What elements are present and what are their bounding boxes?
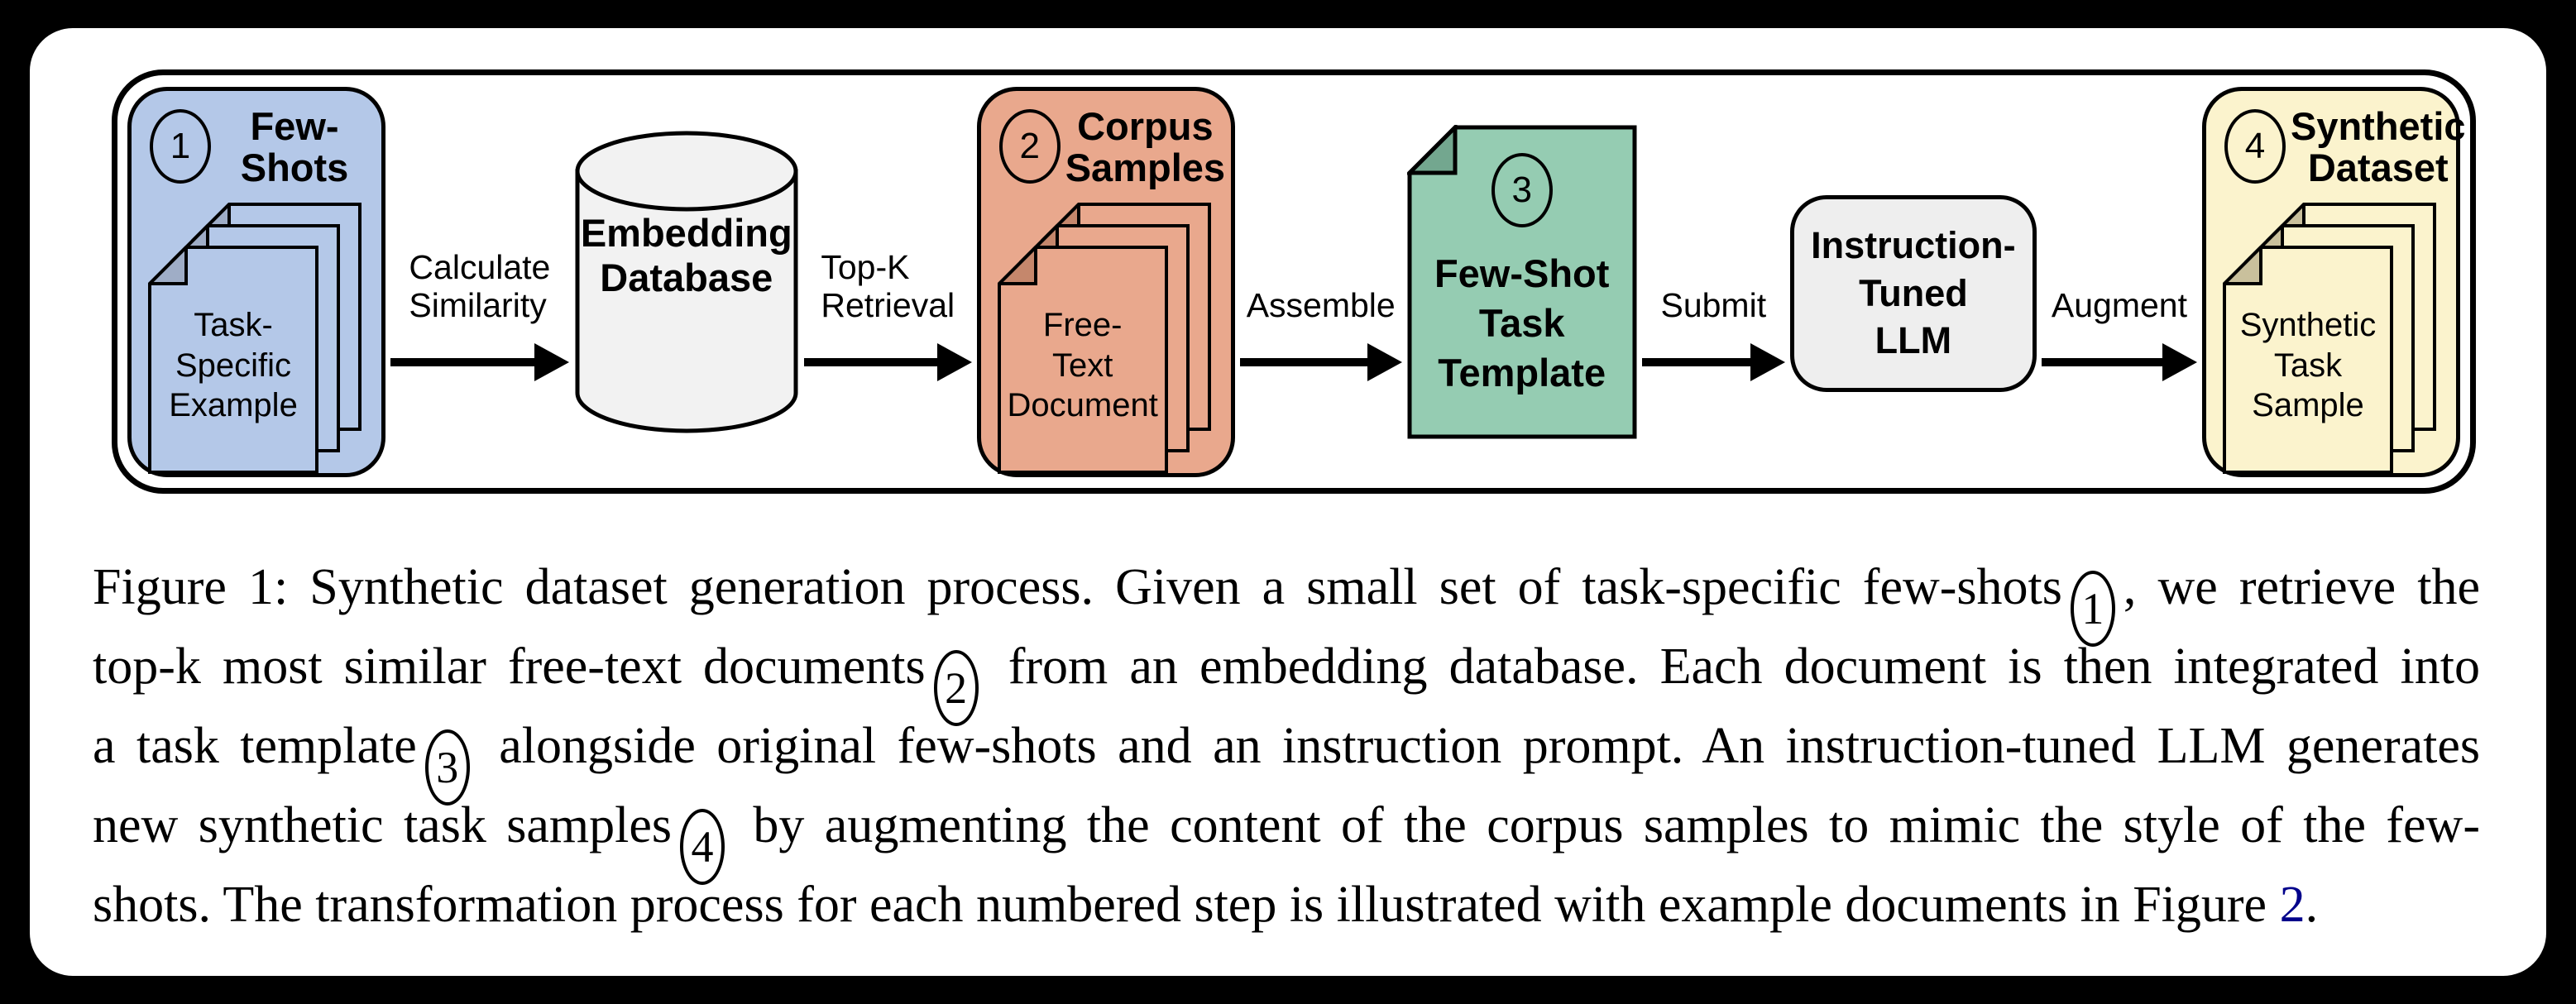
few-shots-document-stack: Task- Specific Example xyxy=(148,203,365,476)
caption-step-badge-4: 4 xyxy=(679,809,725,885)
caption-line: Figure 1: Synthetic dataset generation p… xyxy=(93,547,2480,647)
caption-step-badge-1: 1 xyxy=(2070,571,2115,647)
figure-card: 1 Few- Shots xyxy=(30,28,2546,976)
node-corpus-samples-header: 2 Corpus Samples xyxy=(981,104,1231,190)
caption-text: . xyxy=(2305,877,2319,933)
synthetic-dataset-document-stack: Synthetic Task Sample xyxy=(2222,203,2440,476)
arrow-label: Calculate Similarity xyxy=(409,247,551,325)
right-arrow-icon xyxy=(803,342,972,381)
arrow-calculate-similarity: Calculate Similarity xyxy=(385,75,574,488)
node-synthetic-dataset-title: Synthetic Dataset xyxy=(2290,103,2466,190)
caption-text: alongside original few-shots and an inst… xyxy=(477,718,2480,774)
caption-text: shots. The transformation process for ea… xyxy=(93,877,2267,933)
node-few-shots-title: Few- Shots xyxy=(240,103,349,190)
few-shots-document-label: Task- Specific Example xyxy=(169,306,298,424)
caption-text: a task template xyxy=(93,718,417,774)
step-badge-3: 3 xyxy=(1491,152,1553,227)
caption-text: Figure 1: Synthetic dataset generation p… xyxy=(93,559,2062,615)
arrow-label: Assemble xyxy=(1246,286,1396,325)
caption-step-badge-2: 2 xyxy=(933,650,979,726)
right-arrow-icon xyxy=(1239,342,1402,381)
node-instruction-tuned-llm: Instruction- Tuned LLM xyxy=(1789,194,2037,392)
node-corpus-samples: 2 Corpus Samples xyxy=(976,86,1235,477)
arrow-label: Submit xyxy=(1660,286,1767,325)
caption-line: shots. The transformation process for ea… xyxy=(93,865,2480,944)
caption-text: , we retrieve the xyxy=(2123,559,2480,615)
arrow-augment: Augment xyxy=(2037,75,2202,488)
right-arrow-icon xyxy=(1641,342,1785,381)
step-badge-2: 2 xyxy=(998,108,1061,184)
figure-2-reference-link[interactable]: 2 xyxy=(2279,877,2305,933)
caption-text: top-k most similar free-text documents xyxy=(93,638,926,695)
node-task-template: 3 Few-Shot Task Template xyxy=(1406,124,1637,439)
corpus-samples-document-label: Free- Text Document xyxy=(1007,306,1158,424)
arrow-top-k-retrieval: Top-K Retrieval xyxy=(799,75,977,488)
document-icon xyxy=(997,246,1168,474)
node-synthetic-dataset: 4 Synthetic Dataset xyxy=(2201,86,2466,477)
caption-text: new synthetic task samples xyxy=(93,797,672,853)
caption-text: by augmenting the content of the corpus … xyxy=(732,797,2480,853)
corpus-samples-document-stack: Free- Text Document xyxy=(997,203,1214,476)
arrow-label: Augment xyxy=(2051,286,2187,325)
figure-caption: Figure 1: Synthetic dataset generation p… xyxy=(93,547,2480,944)
node-few-shots: 1 Few- Shots xyxy=(127,86,385,477)
arrow-assemble: Assemble xyxy=(1235,75,1407,488)
arrow-label: Top-K Retrieval xyxy=(821,247,955,325)
right-arrow-icon xyxy=(2041,342,2197,381)
right-arrow-icon xyxy=(390,342,569,381)
step-badge-1: 1 xyxy=(150,108,211,184)
document-icon xyxy=(148,246,318,474)
node-task-template-title: Few-Shot Task Template xyxy=(1434,251,1610,394)
caption-text: from an embedding database. Each documen… xyxy=(986,638,2480,695)
pipeline-diagram: 1 Few- Shots xyxy=(112,69,2476,494)
document-icon xyxy=(2222,246,2393,474)
caption-step-badge-3: 3 xyxy=(424,729,470,806)
node-embedding-database-title: Embedding Database xyxy=(580,210,792,299)
node-few-shots-header: 1 Few- Shots xyxy=(132,104,381,190)
synthetic-dataset-document-label: Synthetic Task Sample xyxy=(2239,306,2377,424)
node-embedding-database: Embedding Database xyxy=(574,130,799,434)
arrow-submit: Submit xyxy=(1637,75,1790,488)
node-synthetic-dataset-header: 4 Synthetic Dataset xyxy=(2206,104,2466,190)
step-badge-4: 4 xyxy=(2224,108,2286,184)
node-corpus-samples-title: Corpus Samples xyxy=(1065,103,1226,190)
